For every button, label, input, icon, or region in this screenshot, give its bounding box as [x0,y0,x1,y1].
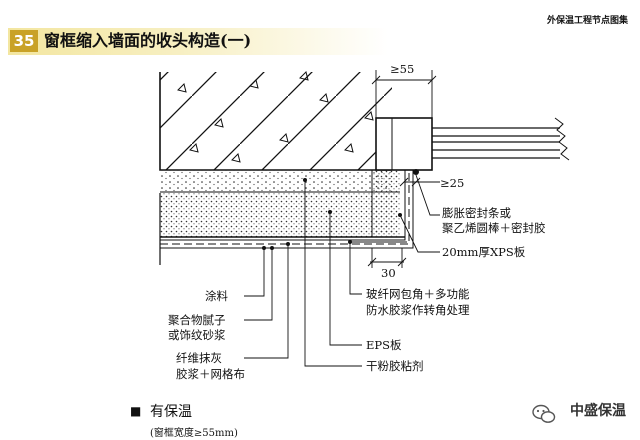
eps-board [160,193,395,237]
label-render-2: 胶浆＋网格布 [176,367,245,381]
label-mesh-corner-2: 防水胶浆作转角处理 [366,303,470,317]
label-putty-2: 或饰纹砂浆 [168,328,226,342]
label-adhesive: 干粉胶粘剂 [366,359,424,373]
label-sealant-2: 聚乙烯圆棒＋密封胶 [442,221,546,235]
caption-bullet: ■ [130,404,142,418]
wechat-icon [532,404,556,423]
atlas-title: 外保温工程节点图集 [546,16,628,26]
header-bar [8,28,388,55]
dim-window-overlap: ≥55 [390,62,415,76]
adhesive-layer [160,170,392,192]
dim-xps-width: 30 [381,266,396,280]
brand-name: 中盛保温 [570,403,626,419]
label-sealant-1: 膨胀密封条或 [442,206,511,220]
sub-caption: (窗框宽度≥55mm) [150,428,238,439]
label-mesh-corner-1: 玻纤网包角＋多功能 [366,287,470,301]
label-render-1: 纤维抹灰 [176,351,222,365]
caption: 有保温 [150,404,192,420]
xps-board [372,170,400,237]
page-title: 窗框缩入墙面的收头构造(一) [44,31,252,50]
label-eps: EPS板 [366,338,402,352]
window-frame [375,117,570,171]
label-xps: 20mm厚XPS板 [442,245,526,259]
label-putty-1: 聚合物腻子 [168,313,226,327]
dim-gap: ≥25 [440,176,465,190]
figure-number-badge: 35 [10,30,38,52]
label-coating: 涂料 [205,289,228,303]
concrete-wall [159,71,392,171]
